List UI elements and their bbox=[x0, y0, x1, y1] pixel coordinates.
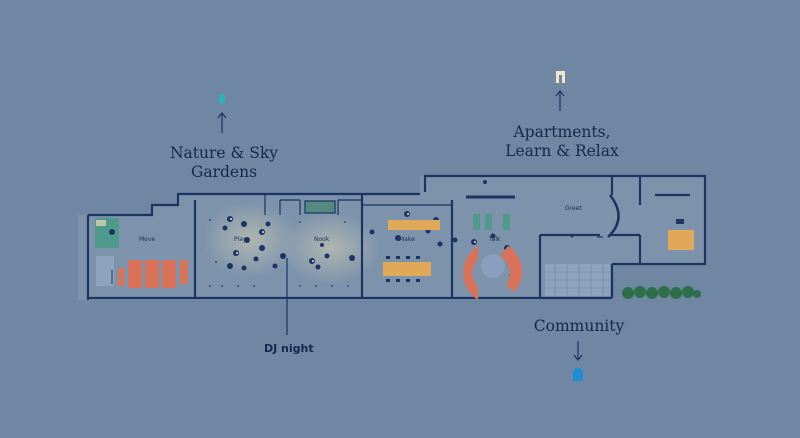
sprout-icon bbox=[219, 94, 225, 104]
nature-sky-gardens-label: Nature & Sky Gardens bbox=[150, 144, 298, 182]
door-icon bbox=[556, 71, 565, 83]
move-room bbox=[95, 218, 188, 288]
room-label-nook: Nook bbox=[314, 236, 330, 243]
room-label-play: Play bbox=[234, 236, 247, 243]
talk-room bbox=[463, 246, 523, 300]
interior-partitions bbox=[264, 194, 620, 238]
greet-area bbox=[545, 219, 694, 296]
floor-markers bbox=[209, 219, 349, 287]
dj-night-label: DJ night bbox=[264, 342, 314, 355]
pointer-lines bbox=[217, 90, 583, 361]
apartments-label-line1: Apartments, bbox=[513, 123, 611, 141]
apartments-learn-relax-label: Apartments, Learn & Relax bbox=[488, 123, 636, 161]
planter-bushes bbox=[622, 286, 701, 299]
community-label: Community bbox=[533, 317, 625, 335]
room-label-greet: Greet bbox=[565, 205, 582, 212]
building-walls bbox=[86, 174, 707, 300]
nature-label-line2: Gardens bbox=[190, 163, 258, 181]
room-label-talk: Talk bbox=[488, 236, 501, 243]
room-label-move: Move bbox=[139, 236, 155, 243]
nature-label-line1: Nature & Sky bbox=[169, 144, 278, 162]
people-icon bbox=[573, 368, 583, 381]
make-room bbox=[383, 214, 510, 282]
apartments-label-line2: Learn & Relax bbox=[505, 142, 619, 160]
room-label-make: Make bbox=[399, 236, 415, 243]
